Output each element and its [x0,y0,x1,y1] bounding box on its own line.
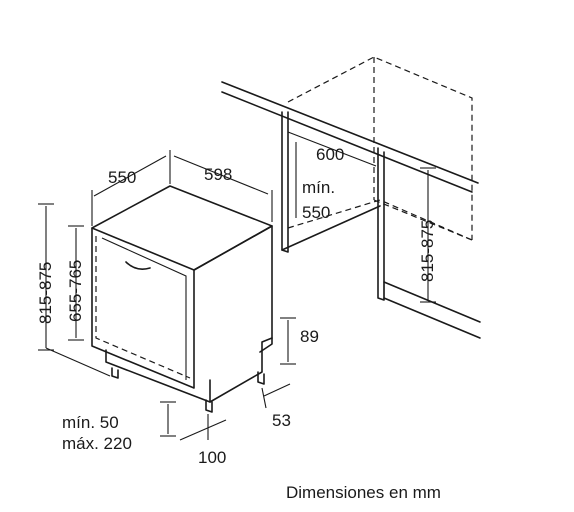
width-label: 598 [204,165,232,184]
niche-cabinet [221,56,481,339]
foot-min-label: mín. 50 [62,413,119,432]
depth-label: 550 [108,168,136,187]
units-caption: Dimensiones en mm [286,483,441,502]
dishwasher-body [91,185,273,413]
niche-height-label: 815-875 [418,220,437,282]
body-height-label: 655-765 [66,260,85,322]
total-height-label: 815-875 [36,262,55,324]
niche-depth-value: 550 [302,203,330,222]
plinth-height-label: 89 [300,327,319,346]
recess-label: 53 [272,411,291,430]
dimension-lines [38,131,436,441]
niche-width-label: 600 [316,145,344,164]
foot-offset-label: 100 [198,448,226,467]
foot-max-label: máx. 220 [62,434,132,453]
niche-depth-prefix: mín. [302,178,335,197]
